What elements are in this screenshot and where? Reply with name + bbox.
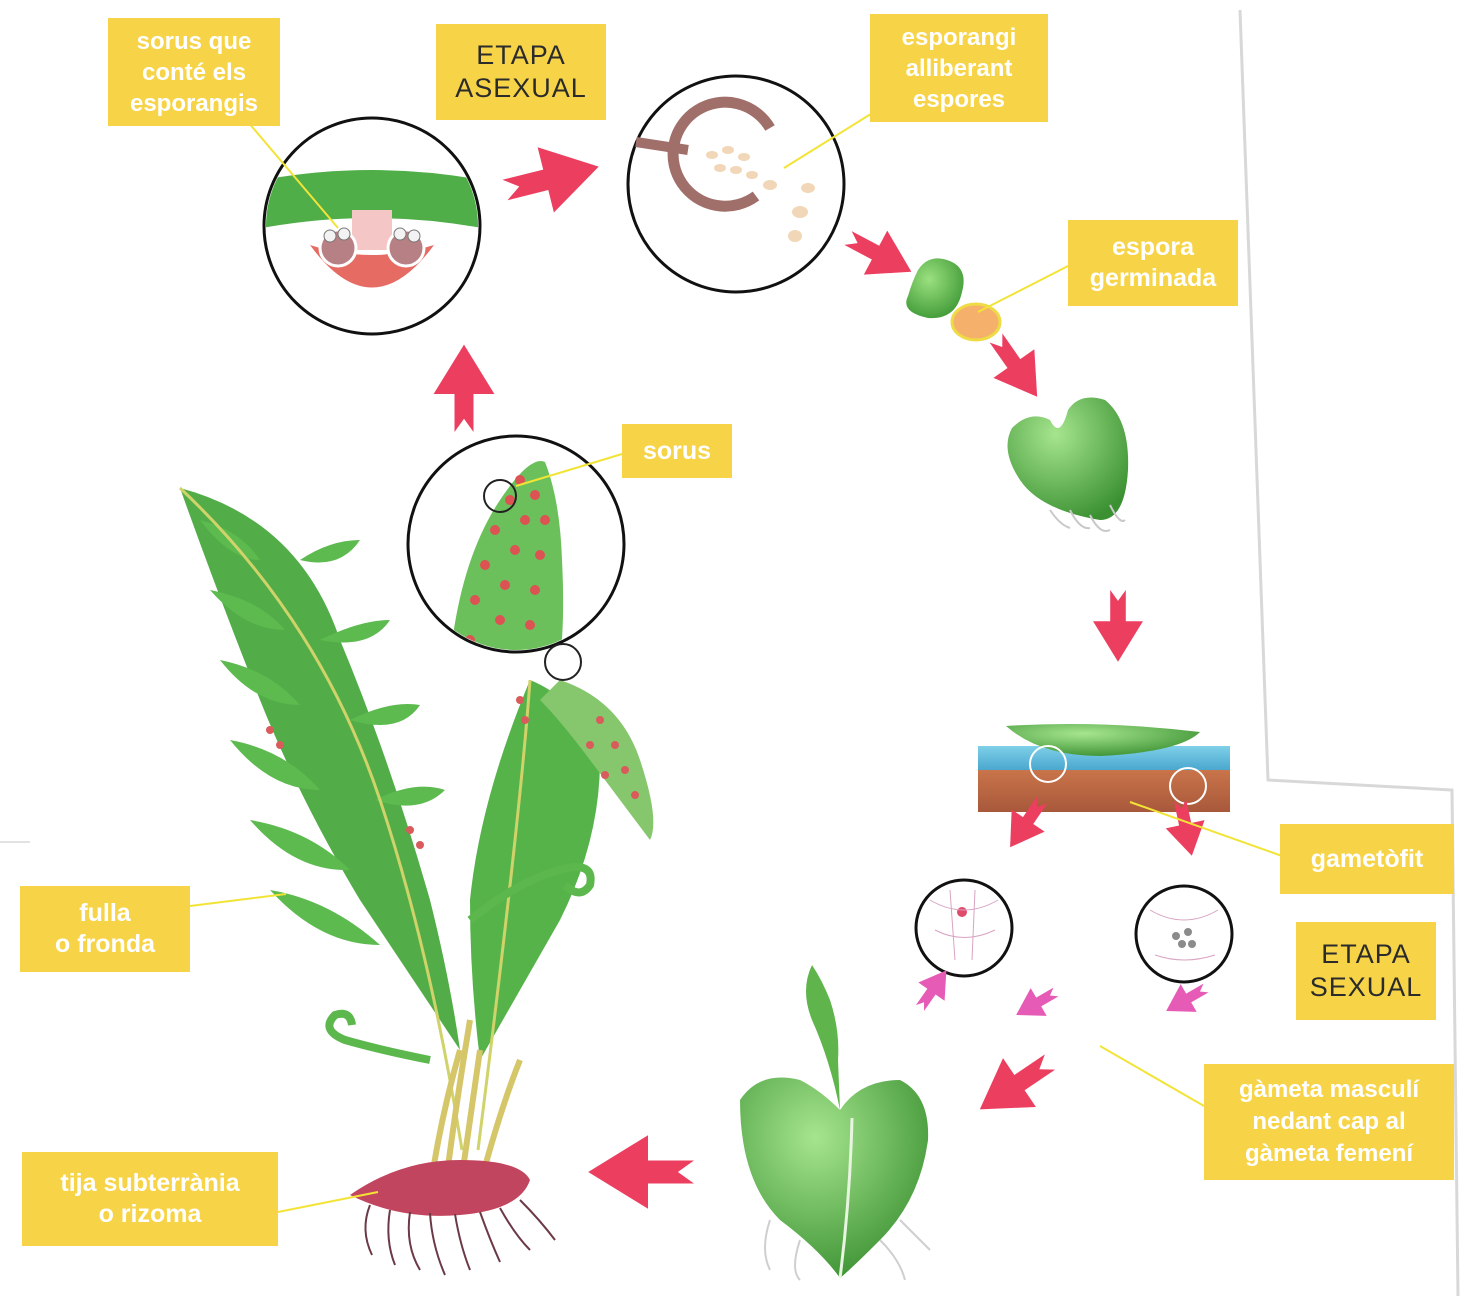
label-esporangi-line-1: esporangi [901, 23, 1017, 51]
young-sporophyte [740, 965, 931, 1281]
label-esporangi-alliberant: esporangi alliberant espores [870, 14, 1048, 122]
arrow-sorus-to-sporangium [496, 134, 607, 223]
label-esporangi-line-2: alliberant [905, 54, 1013, 82]
archegonium-circle [1134, 884, 1234, 984]
label-gametofit-line-1: gametòfit [1310, 844, 1424, 873]
page-edge [1238, 9, 1460, 1296]
label-fulla-fronda: fulla o fronda [20, 886, 190, 972]
label-sorus: sorus [622, 424, 732, 478]
arrow-fertilization-to-sporophyte [963, 1037, 1067, 1134]
label-gameta-masculi: gàmeta masculí nedant cap al gàmeta feme… [1204, 1064, 1454, 1180]
label-sorus-que-conte-line-1: sorus que [136, 27, 252, 55]
label-sorus-que-conte-line-2: conté els [141, 58, 247, 86]
label-tija-line-1: tija subterrània [60, 1169, 240, 1197]
label-tija-line-2: o rizoma [98, 1200, 202, 1228]
gametophyte-ground [978, 724, 1230, 812]
label-sorus-que-conte: sorus que conté els esporangis [108, 18, 280, 126]
label-fulla-line-2: o fronda [55, 930, 155, 958]
label-espora-germinada: espora germinada [1068, 220, 1238, 306]
label-pointers [189, 111, 1283, 1213]
sorus-section-circle [262, 116, 482, 336]
stage-asexual-label: ETAPA ASEXUAL [436, 24, 606, 120]
antheridium-circle [914, 878, 1014, 978]
arrow-prothallus-down [1093, 590, 1143, 662]
label-tija-rizoma: tija subterrània o rizoma [22, 1152, 278, 1246]
label-gameta-line-1: gàmeta masculí [1238, 1076, 1420, 1103]
label-gametofit: gametòfit [1280, 824, 1454, 894]
stage-sexual-line-1: ETAPA [1321, 939, 1411, 969]
pinna-sori-circle [406, 434, 626, 681]
label-sorus-que-conte-line-3: esporangis [129, 89, 259, 117]
arrow-pinna-to-sorus [433, 344, 495, 432]
pink-arrow-2 [1008, 978, 1064, 1029]
arrow-sporangium-to-spore [836, 215, 924, 294]
label-espora-germinada-line-2: germinada [1089, 264, 1217, 292]
arrow-sporophyte-to-fern [588, 1135, 694, 1209]
stage-asexual-line-2: ASEXUAL [455, 73, 587, 103]
label-gameta-line-3: gàmeta femení [1244, 1140, 1414, 1167]
fern-plant [178, 486, 654, 1276]
stage-asexual-line-1: ETAPA [476, 40, 566, 70]
label-espora-germinada-line-1: espora [1112, 233, 1194, 261]
young-prothallus [1007, 397, 1129, 532]
label-fulla-line-1: fulla [79, 899, 131, 927]
germinated-spore [906, 258, 1002, 342]
sporangium-circle [626, 74, 846, 294]
label-sorus-line-1: sorus [642, 436, 712, 465]
stage-sexual-line-2: SEXUAL [1309, 972, 1423, 1002]
label-esporangi-line-3: espores [912, 85, 1006, 113]
label-gameta-line-2: nedant cap al [1252, 1108, 1406, 1135]
stage-sexual-label: ETAPA SEXUAL [1296, 922, 1436, 1020]
